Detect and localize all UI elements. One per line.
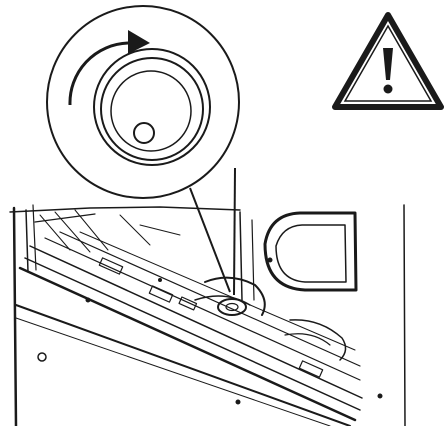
warning-triangle-icon [332, 12, 444, 110]
clockwise-arrow-icon [68, 30, 150, 106]
knob [93, 48, 211, 166]
callout-magnifier [46, 5, 240, 296]
appliance-interior [9, 204, 406, 426]
